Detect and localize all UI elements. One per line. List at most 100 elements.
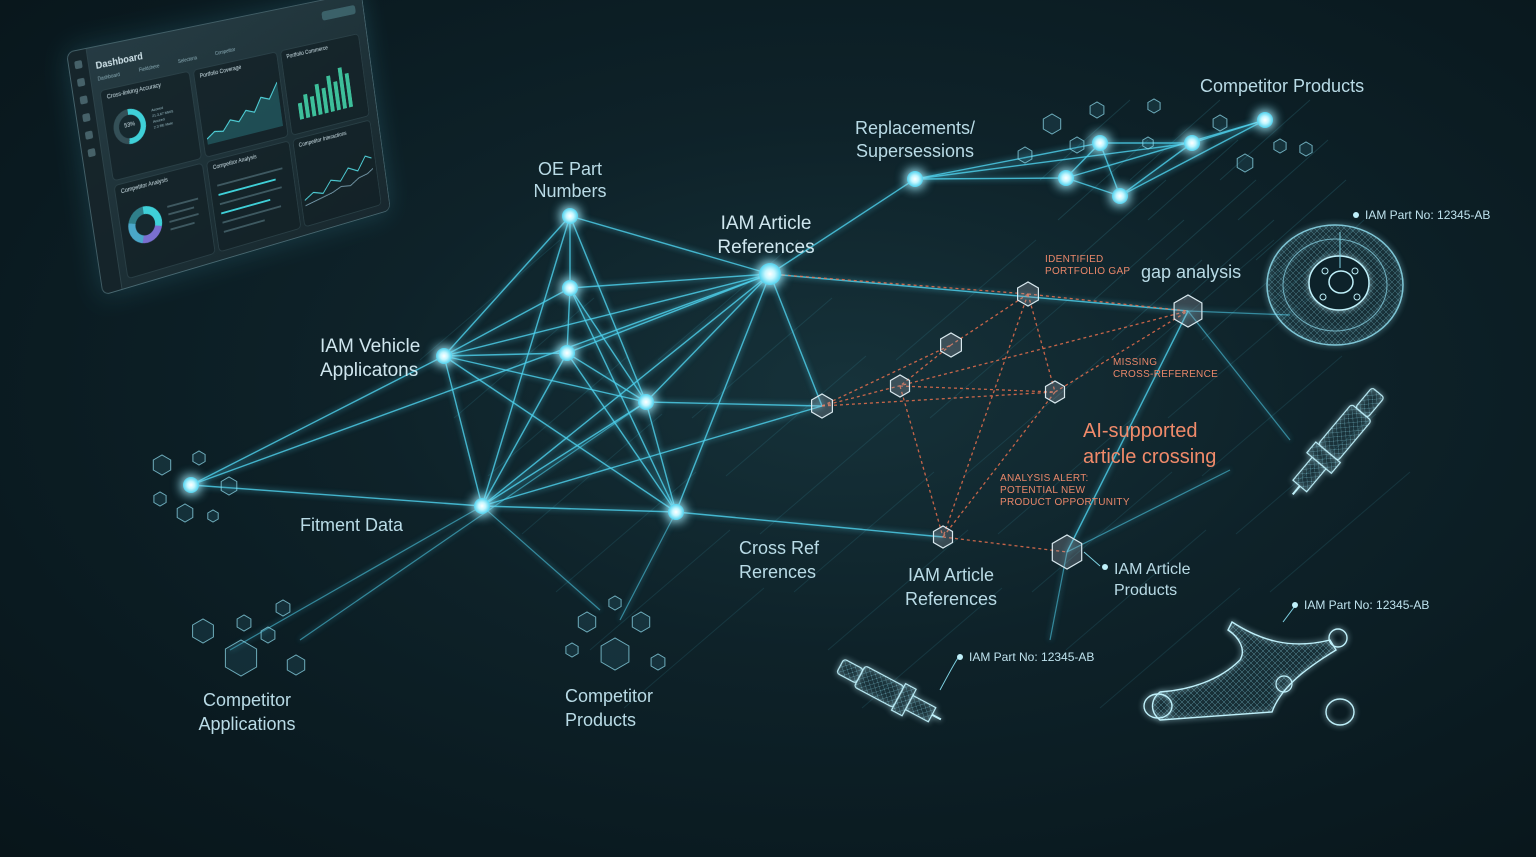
hexagon-icon	[152, 454, 172, 476]
edge-r3-r4	[1119, 142, 1193, 197]
label-fitment-data: Fitment Data	[300, 515, 404, 535]
dashboard-action-button[interactable]	[321, 4, 356, 21]
data-streak	[1183, 219, 1275, 301]
card-competitor-analysis-2[interactable]: Competitor Analysis	[205, 140, 302, 253]
analysis-edges	[769, 273, 1189, 553]
brake-rotor-icon	[1266, 224, 1404, 346]
data-streak	[1057, 139, 1149, 221]
tab-selectoria[interactable]: Selectoria	[177, 55, 198, 66]
data-streak	[453, 297, 595, 419]
hexagon-icon	[650, 653, 666, 671]
label-gap-analysis: gap analysis	[1141, 262, 1241, 282]
edge-oe3-mid	[566, 352, 647, 403]
card-competitor-analysis-1-title: Competitor Analysis	[120, 177, 169, 196]
data-streak	[657, 239, 799, 361]
node-r2	[1092, 135, 1108, 151]
data-streak	[1031, 471, 1173, 593]
edge-oe2-mid	[569, 287, 647, 403]
edge-hub-mid	[645, 273, 771, 403]
edge-hub-gap	[769, 273, 1189, 312]
analysis-edge-iamb-iap	[942, 536, 1068, 553]
hexagon-icon	[1042, 113, 1062, 135]
edge-r3-r5	[1119, 119, 1266, 197]
label-competitor-products-top: Competitor Products	[1200, 76, 1364, 96]
hexagon-icon	[260, 626, 276, 644]
hexagon-icon	[192, 618, 214, 644]
card-coverage[interactable]: Portfolio Coverage	[192, 51, 289, 158]
edge-rep-r4	[914, 142, 1193, 180]
hexagon-icon	[577, 611, 597, 633]
edge-extra-1	[619, 511, 677, 621]
card-competitor-analysis-1[interactable]: Competitor Analysis	[113, 162, 216, 280]
edge-hub-cr	[675, 273, 771, 513]
network-edges	[190, 119, 1291, 651]
edge-r1-r2	[1065, 142, 1101, 179]
edge-extra-4	[1187, 310, 1291, 316]
hexagon-decorations	[152, 98, 1313, 677]
card-competitor-analysis-2-title: Competitor Analysis	[212, 154, 258, 172]
data-streak	[759, 413, 901, 535]
data-streak	[691, 297, 833, 419]
analysis-hexagon-icon	[811, 393, 833, 419]
hexagon-icon	[286, 654, 306, 676]
edge-r1-r5	[1065, 119, 1266, 179]
interactions-line-chart	[299, 142, 376, 211]
node-oe3	[559, 345, 575, 361]
edge-r2-r3	[1099, 142, 1121, 197]
card-interactions-title: Competitor Interactions	[298, 131, 347, 149]
analysis-hexagon-icon	[940, 332, 962, 358]
hexagon-icon	[608, 595, 622, 611]
data-streak	[895, 239, 1037, 361]
data-streak	[1075, 179, 1167, 261]
data-streak	[589, 529, 731, 651]
edge-oe-hub	[569, 215, 771, 275]
analysis-edge-g2-g3	[899, 344, 952, 387]
node-r5	[1257, 112, 1273, 128]
coverage-area-chart	[200, 75, 284, 145]
edge-extra-2	[481, 505, 601, 611]
label-replacements: Replacements/Supersessions	[855, 118, 975, 161]
edge-hub-fit	[481, 273, 771, 507]
hexagon-icon	[1147, 98, 1161, 114]
hexagon-icon	[176, 503, 194, 523]
card-interactions[interactable]: Competitor Interactions	[292, 119, 382, 228]
analysis-edge-g4-iamb	[942, 391, 1056, 538]
edge-extra-0	[229, 505, 483, 651]
hexagon-icon	[1089, 101, 1105, 119]
tab-dashboard[interactable]: Dashboard	[97, 72, 121, 83]
network-nodes	[183, 112, 1273, 520]
control-arm-icon	[1143, 620, 1355, 726]
analysis-hexagon-icon	[932, 525, 954, 549]
spark-plug-icon	[1291, 388, 1384, 496]
hexagon-icon	[1236, 153, 1254, 173]
edge-oe3-cr	[566, 352, 677, 513]
data-streak	[1201, 355, 1343, 477]
hexagon-icon	[192, 450, 206, 466]
tab-fieldshere[interactable]: Fieldshere	[138, 63, 160, 74]
edge-oe2-ve	[443, 287, 571, 357]
hexagon-icon	[600, 637, 630, 671]
analysis-edge-g3-g4	[899, 385, 1056, 393]
edge-rep-r2	[914, 142, 1101, 180]
edge-fl-hub	[190, 273, 771, 486]
hexagon-icon	[220, 476, 238, 496]
edge-oe3-hub	[566, 273, 771, 354]
data-streak	[1237, 139, 1329, 221]
tab-competitor[interactable]: Competitor	[214, 47, 236, 58]
analysis-edge-g4-gap	[1054, 310, 1189, 393]
edge-ve-cr	[443, 355, 677, 513]
edge-oe-mid	[569, 215, 647, 403]
data-streak	[1147, 139, 1239, 221]
node-fit	[474, 498, 490, 514]
edge-ve-mid	[443, 355, 647, 403]
node-mid	[638, 394, 654, 410]
card-accuracy-title: Cross-linking Accuracy	[106, 82, 162, 101]
card-accuracy[interactable]: Cross-linking Accuracy 53% Acceed 21.3,6…	[99, 70, 203, 182]
card-commerce[interactable]: Portfolio Commerce	[279, 33, 370, 136]
dashboard-panel[interactable]: Dashboard Dashboard Fieldshere Selectori…	[66, 0, 391, 296]
edge-r1-r3	[1065, 177, 1121, 197]
